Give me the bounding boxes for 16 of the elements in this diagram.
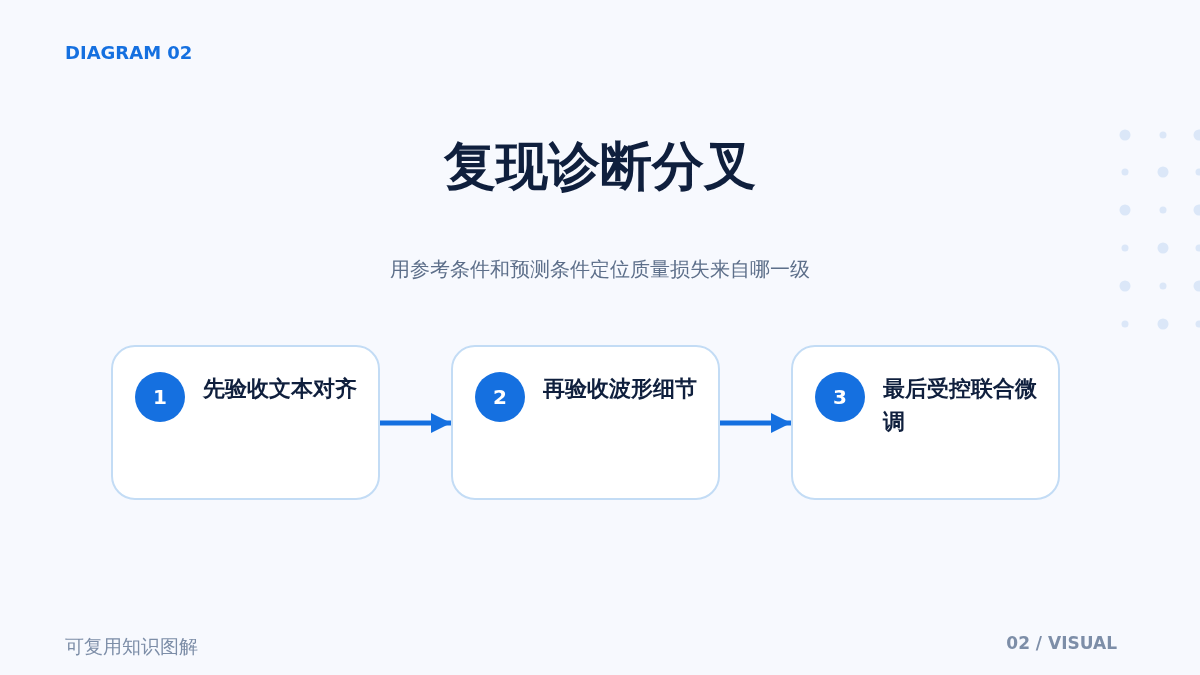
section-label: DIAGRAM 02	[65, 42, 193, 63]
footer-text: 可复用知识图解	[65, 634, 198, 659]
arrow	[380, 413, 451, 433]
step-box	[451, 345, 720, 500]
step-title: 再验收波形细节	[543, 375, 698, 403]
step-box	[791, 345, 1060, 500]
step-title: 先验收文本对齐	[203, 375, 358, 403]
step-title: 最后受控联合微调	[883, 375, 1038, 436]
step-number: 2	[475, 372, 525, 422]
step-number: 1	[135, 372, 185, 422]
title: 复现诊断分叉	[443, 135, 757, 198]
step-box	[111, 345, 380, 500]
arrow	[720, 413, 791, 433]
subtitle: 用参考条件和预测条件定位质量损失来自哪一级	[389, 256, 811, 283]
page-label: 02 / VISUAL	[1006, 633, 1117, 653]
step-number: 3	[815, 372, 865, 422]
